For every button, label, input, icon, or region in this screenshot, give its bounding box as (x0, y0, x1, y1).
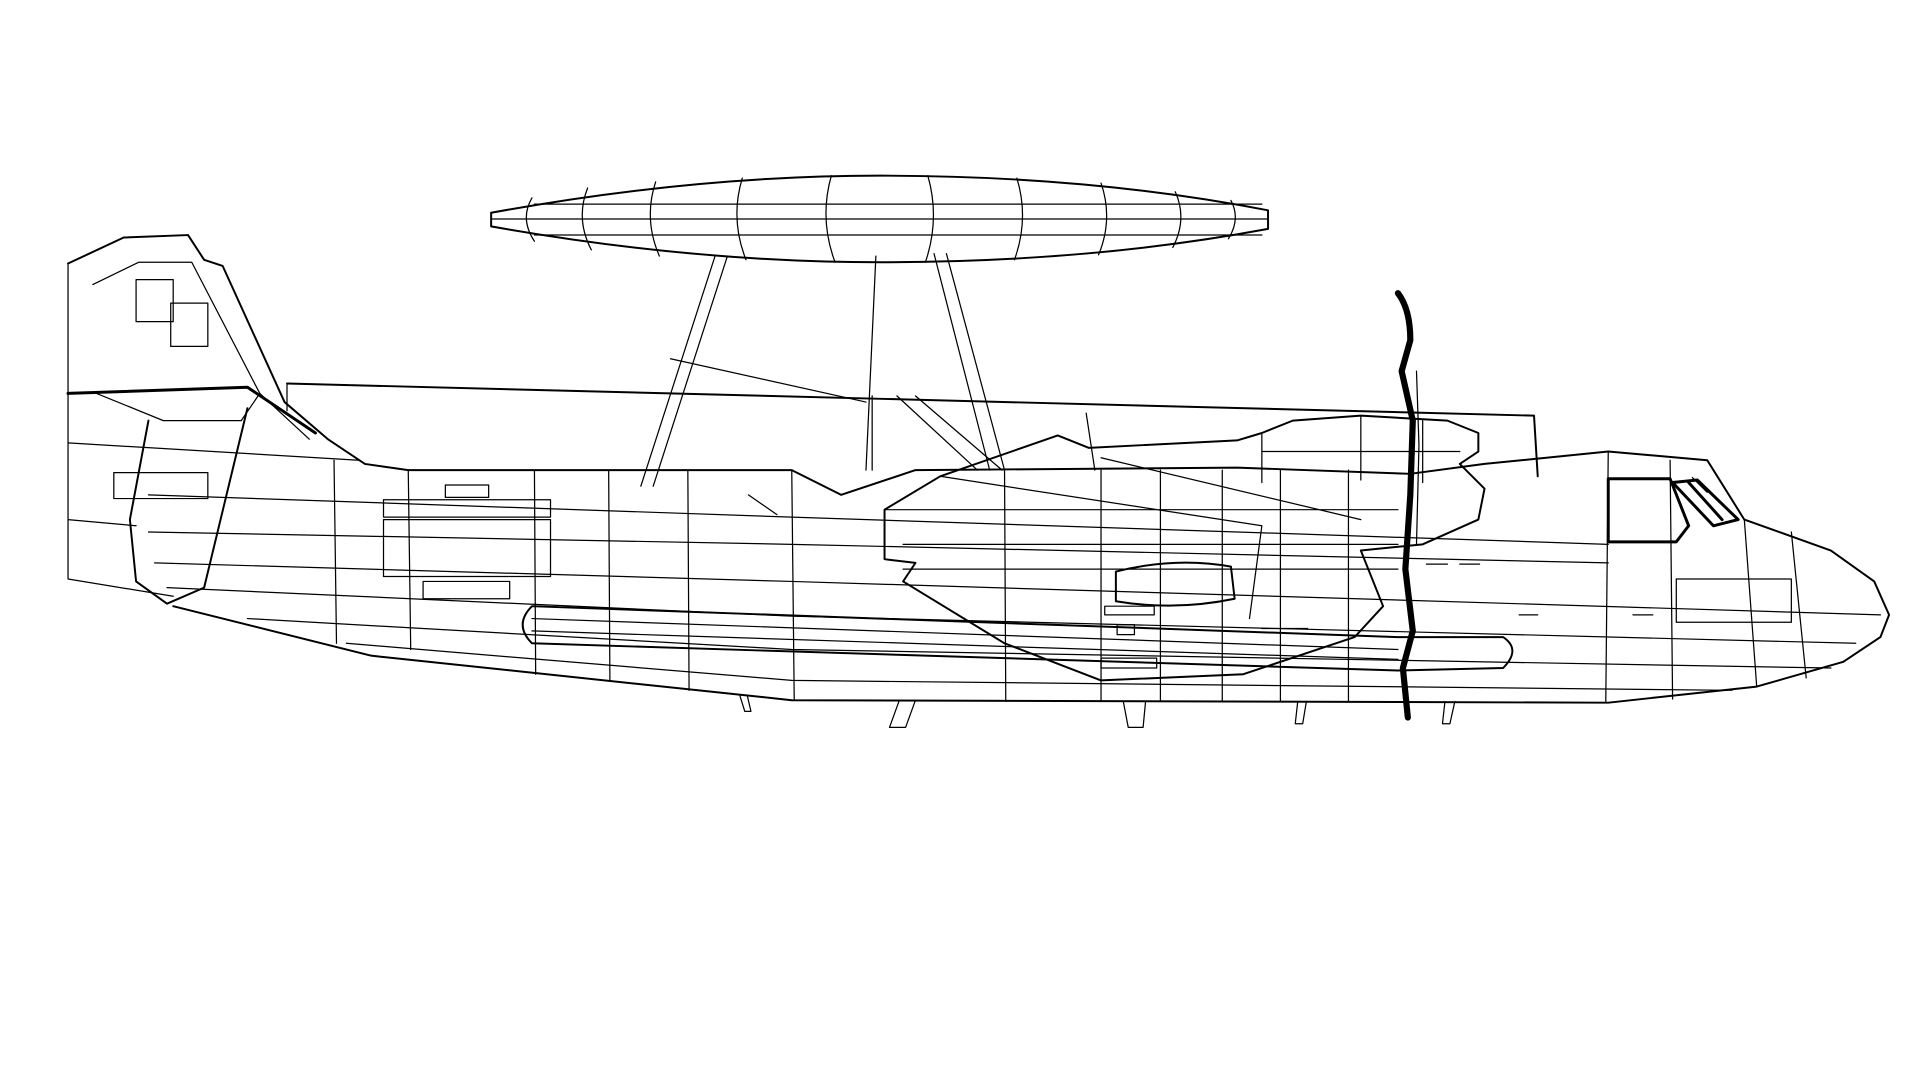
engine-nacelle (883, 414, 1486, 682)
belly-fairing (521, 605, 1514, 672)
radome-struts (640, 252, 1006, 487)
wing (286, 382, 1539, 478)
cockpit-windows (1606, 477, 1740, 544)
radome (490, 174, 1270, 264)
ventral-antennas (739, 694, 1456, 729)
tail-fin (66, 234, 410, 605)
propeller (1394, 290, 1420, 721)
fuselage (147, 450, 1891, 704)
